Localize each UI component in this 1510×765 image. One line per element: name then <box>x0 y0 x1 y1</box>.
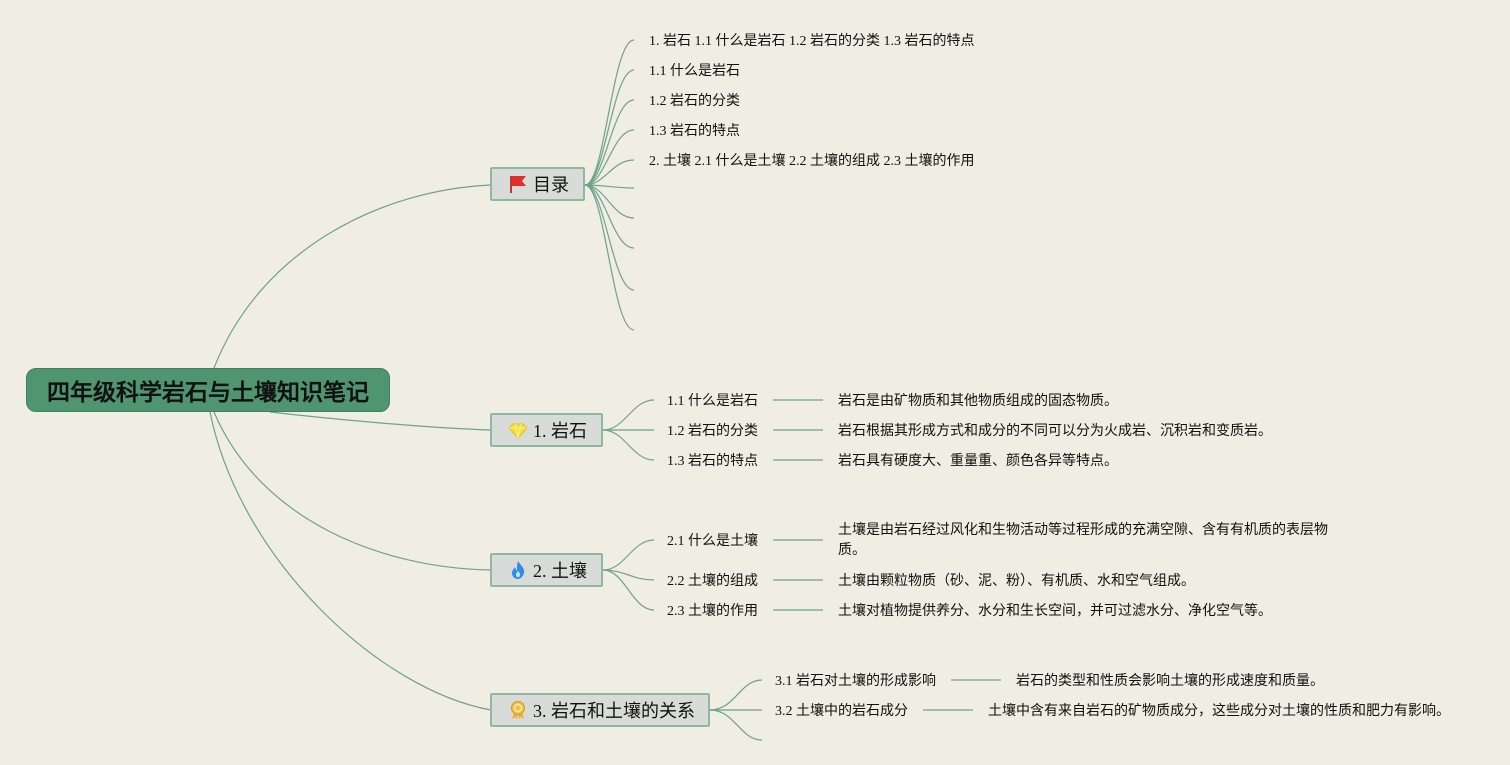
link-root-toc <box>213 184 492 369</box>
rock-sub-2[interactable]: 1.2 岩石的分类 <box>667 424 758 439</box>
link-toc-item-1 <box>584 39 635 186</box>
link-soil-1 <box>602 539 655 571</box>
red-flag-icon <box>510 176 526 193</box>
branch-relation[interactable]: 3. 岩石和土壤的关系 <box>490 693 710 727</box>
link-root-soil <box>213 411 492 571</box>
rock-sub-1[interactable]: 1.1 什么是岩石 <box>667 394 758 409</box>
branch-rock[interactable]: 1. 岩石 <box>490 413 603 447</box>
soil-sub-2[interactable]: 2.2 土壤的组成 <box>667 574 758 589</box>
link-toc-item-4 <box>584 129 635 186</box>
rock-sub-3[interactable]: 1.3 岩石的特点 <box>667 454 758 469</box>
relation-leaf-1[interactable]: 岩石的类型和性质会影响土壤的形成速度和质量。 <box>1016 674 1324 689</box>
soil-sub-1[interactable]: 2.1 什么是土壤 <box>667 534 758 549</box>
root-title: 四年级科学岩石与土壤知识笔记 <box>47 379 369 405</box>
root-topic[interactable]: 四年级科学岩石与土壤知识笔记 <box>26 368 390 412</box>
link-toc-item-2 <box>584 69 635 186</box>
link-root-rock <box>269 411 492 431</box>
branch-toc[interactable]: 目录 <box>490 167 585 201</box>
branch-toc-label: 目录 <box>533 175 569 195</box>
link-toc-item-5 <box>584 159 635 186</box>
link-rock-1 <box>602 399 655 431</box>
branch-soil-label: 2. 土壤 <box>533 561 587 581</box>
branch-rock-label: 1. 岩石 <box>533 421 587 441</box>
toc-item-2[interactable]: 1.1 什么是岩石 <box>649 64 740 79</box>
soil-leaf-2[interactable]: 土壤由颗粒物质（砂、泥、粉）、有机质、水和空气组成。 <box>838 574 1195 589</box>
soil-leaf-1[interactable]: 土壤是由岩石经过风化和生物活动等过程形成的充满空隙、含有有机质的表层物质。 <box>838 523 1328 558</box>
branch-soil[interactable]: 2. 土壤 <box>490 553 603 587</box>
toc-item-4[interactable]: 1.3 岩石的特点 <box>649 124 740 139</box>
rock-leaf-3[interactable]: 岩石具有硬度大、重量重、颜色各异等特点。 <box>838 454 1118 469</box>
branch-relation-label: 3. 岩石和土壤的关系 <box>533 701 695 721</box>
blue-flame-icon <box>512 561 525 579</box>
link-relation-3 <box>709 709 763 741</box>
toc-item-1[interactable]: 1. 岩石 1.1 什么是岩石 1.2 岩石的分类 1.3 岩石的特点 <box>649 34 975 49</box>
link-root-relation <box>209 411 492 711</box>
toc-item-5[interactable]: 2. 土壤 2.1 什么是土壤 2.2 土壤的组成 2.3 土壤的作用 <box>649 154 975 169</box>
link-toc-item-8 <box>584 184 635 249</box>
relation-sub-1[interactable]: 3.1 岩石对土壤的形成影响 <box>775 674 936 689</box>
link-soil-3 <box>602 569 655 611</box>
link-rock-3 <box>602 429 655 461</box>
soil-sub-3[interactable]: 2.3 土壤的作用 <box>667 604 758 619</box>
link-relation-1 <box>709 679 763 711</box>
relation-sub-2[interactable]: 3.2 土壤中的岩石成分 <box>775 704 908 719</box>
yellow-gem-icon <box>508 423 528 439</box>
gold-medal-icon <box>511 701 525 719</box>
soil-leaf-3[interactable]: 土壤对植物提供养分、水分和生长空间，并可过滤水分、净化空气等。 <box>838 604 1272 619</box>
link-toc-item-9 <box>584 184 635 291</box>
rock-leaf-1[interactable]: 岩石是由矿物质和其他物质组成的固态物质。 <box>838 394 1118 409</box>
toc-item-3[interactable]: 1.2 岩石的分类 <box>649 94 740 109</box>
link-toc-item-3 <box>584 99 635 186</box>
rock-leaf-2[interactable]: 岩石根据其形成方式和成分的不同可以分为火成岩、沉积岩和变质岩。 <box>838 424 1272 439</box>
relation-leaf-2[interactable]: 土壤中含有来自岩石的矿物质成分，这些成分对土壤的性质和肥力有影响。 <box>988 704 1450 719</box>
link-toc-item-10 <box>584 184 635 331</box>
